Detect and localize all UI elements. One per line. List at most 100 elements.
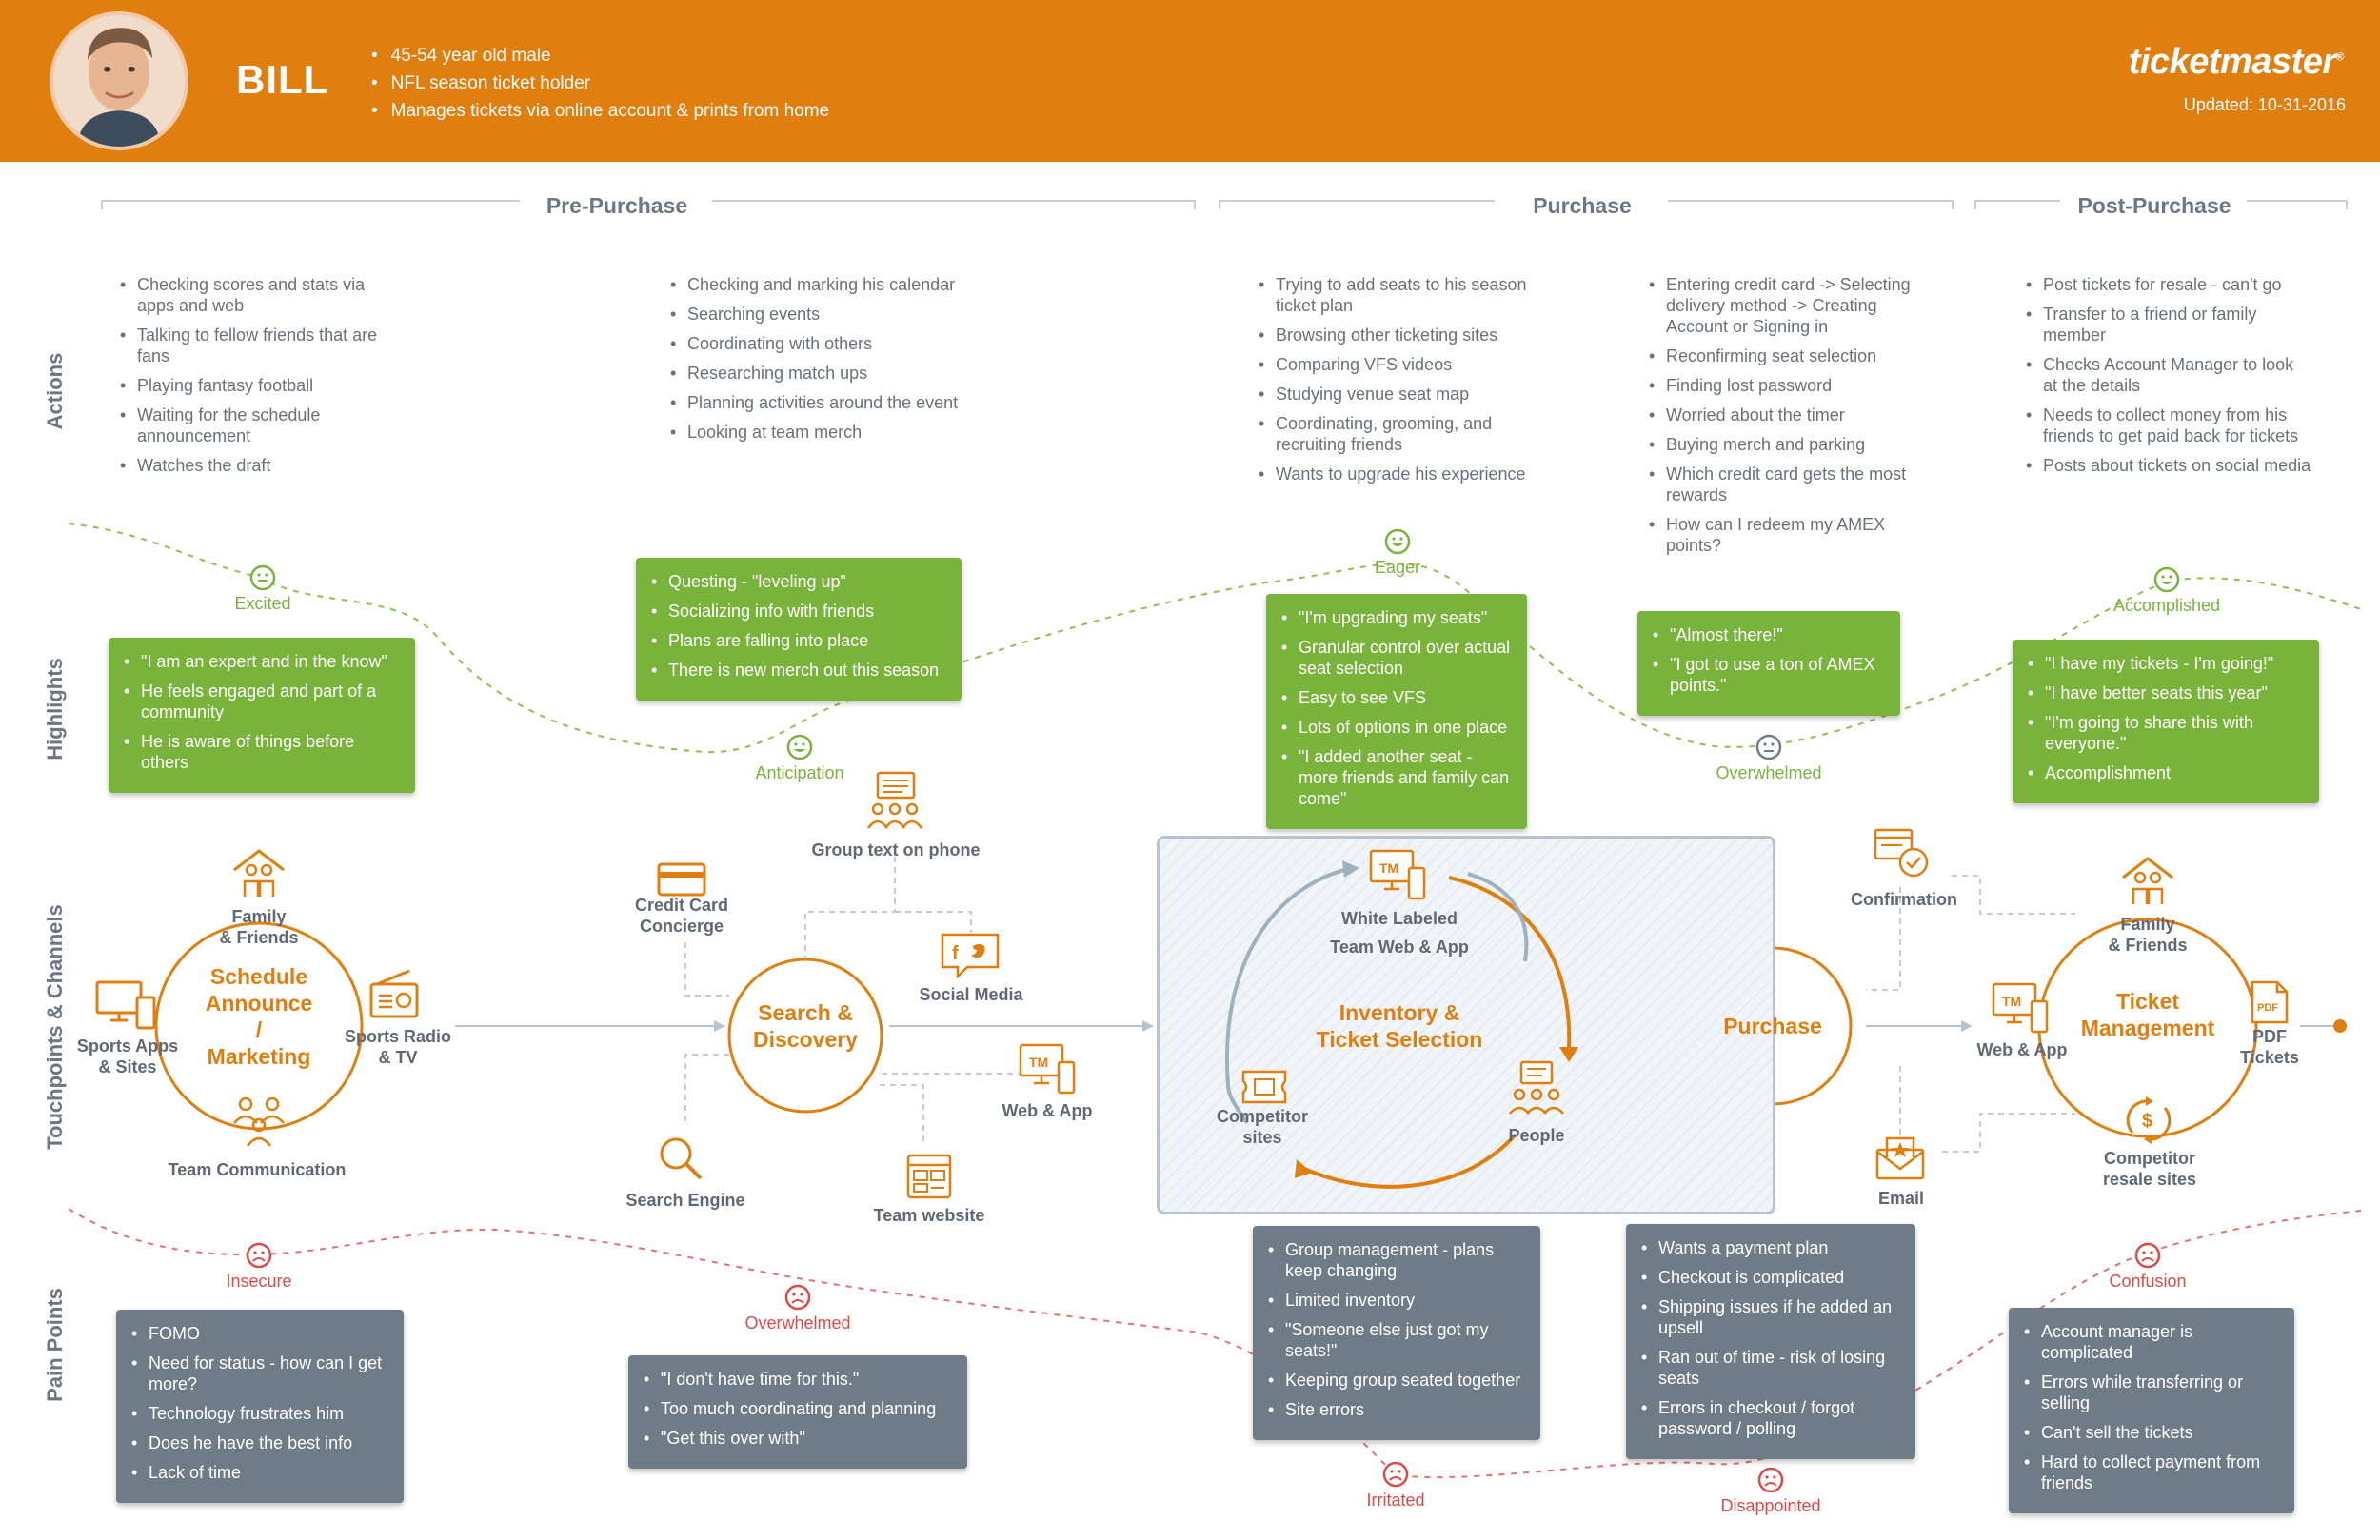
dashed-connector [1942,1113,2075,1153]
pain-item: Hard to collect payment from friends [2024,1451,2279,1493]
touchpoint-team-communication: Team Communication [168,1160,347,1179]
emotion-eager: Eager [1321,527,1474,578]
touchpoint-label-line: Family [231,907,287,926]
action-item: Posts about tickets on social media [2026,455,2311,476]
touchpoint-sports-radio: Sports Radio & TV [327,1026,468,1068]
touchpoint-email: Email [1877,1189,1925,1208]
highlight-item: Granular control over actual seat select… [1281,637,1512,679]
pdf-mark: PDF [2257,1002,2278,1014]
touchpoint-competitor-sites: Competitor sites [1201,1106,1323,1148]
credit-card-icon [657,862,706,897]
pain-item: Shipping issues if he added an upsell [1641,1296,1900,1338]
action-item: How can I redeem my AMEX points? [1649,514,1925,556]
hub-schedule-announce: Schedule Announce / Marketing [175,963,343,1070]
stage-divider [101,200,520,202]
resale-dollar-icon: $ [2126,1096,2172,1144]
dashed-connector [895,911,972,933]
action-item: Talking to fellow friends that are fans [120,325,387,366]
white-label-app-icon: TM [1369,849,1426,900]
highlight-item: Accomplishment [2028,762,2304,783]
web-app-icon: TM [1019,1043,1076,1095]
emotion-label: Anticipation [755,763,844,782]
hub-label-line: Management [2080,1016,2215,1040]
neutral-face-icon [1755,734,1782,760]
tm-mark: TM [2002,994,2021,1009]
stage-divider [2247,200,2348,202]
touchpoint-label-line: Competitor [2104,1149,2195,1168]
emotion-accomplished: Accomplished [2091,565,2243,616]
persona-name: BILL [236,57,329,102]
pdf-ticket-icon: PDF [2251,980,2289,1024]
touchpoint-label-line: White Labeled [1340,909,1458,928]
actions-awareness: Checking scores and stats via apps and w… [120,274,387,484]
pain-box-insecure: FOMO Need for status - how can I get mor… [116,1310,404,1503]
highlight-item: He feels engaged and part of a community [124,681,400,722]
frown-icon [2134,1242,2161,1269]
touchpoint-label-line: & Friends [219,928,299,947]
hub-purchase: Purchase [1723,1014,1822,1038]
svg-text:$: $ [2142,1111,2152,1132]
highlight-item: "I added another seat - more friends and… [1281,746,1512,809]
team-website-icon [906,1154,952,1199]
stage-divider [1219,200,1495,202]
highlight-box-eager: "I'm upgrading my seats" Granular contro… [1266,594,1527,829]
action-item: Wants to upgrade his experience [1259,464,1544,484]
touchpoint-team-website: Team website [873,1206,985,1225]
pain-item: Technology frustrates him [131,1403,388,1424]
touchpoint-search-engine: Search Engine [625,1191,745,1210]
frown-icon [1382,1461,1409,1488]
brand-name: ticketmaster [2128,42,2336,82]
action-item: Coordinating with others [670,333,994,354]
pain-item: Ran out of time - risk of losing seats [1641,1347,1900,1389]
action-item: Searching events [670,304,994,325]
emotion-label: Disappointed [1720,1496,1821,1515]
emotion-anticipation: Anticipation [724,733,876,783]
touchpoint-family-friends: Family & Friends [202,906,316,948]
touchpoint-label-line: Concierge [639,917,724,936]
pain-item: Does he have the best info [131,1432,388,1453]
search-ring [727,958,883,1114]
emotion-label: Accomplished [2112,596,2221,615]
highlight-box-accomplished: "I have my tickets - I'm going!" "I have… [2013,640,2319,803]
stage-tick [101,200,103,209]
highlight-item: "I have my tickets - I'm going!" [2028,653,2304,674]
touchpoint-white-labeled: White Labeled Team Web & App [1304,904,1495,961]
actions-post-purchase: Post tickets for resale - can't go Trans… [2026,274,2311,484]
persona-fact: Manages tickets via online account & pri… [371,97,829,125]
action-item: Checking and marking his calendar [670,274,994,295]
persona-fact: NFL season ticket holder [371,69,829,97]
action-item: Transfer to a friend or family member [2026,304,2311,346]
highlight-item: Plans are falling into place [651,630,946,651]
avatar-portrait [53,15,185,147]
schedule-ring [154,921,364,1131]
emotion-overwhelmed-pain: Overwhelmed [722,1283,874,1333]
dashed-connector [804,857,896,958]
action-item: Researching match ups [670,363,994,384]
touchpoint-label-line: sites [1242,1128,1282,1147]
frown-icon [784,1284,811,1311]
flow-arrowhead [1142,1020,1154,1032]
pain-item: Errors in checkout / forgot password / p… [1641,1397,1900,1439]
stage-post-purchase: Post-Purchase [2077,193,2231,218]
team-group-icon [233,1096,285,1147]
touchpoint-label-line: & Friends [2108,936,2188,955]
highlight-item: Socializing info with friends [651,601,946,622]
pain-box-irritated: Group management - plans keep changing L… [1253,1226,1540,1440]
group-text-icon [866,771,923,829]
web-app-icon: TM [1992,982,2049,1034]
emotion-label: Overwhelmed [744,1313,851,1333]
highlight-item: "I have better seats this year" [2028,682,2304,703]
social-media-icon: f [941,933,1000,978]
pain-item: Checkout is complicated [1641,1267,1900,1288]
radio-icon [369,969,419,1018]
stage-tick [1219,200,1220,209]
pain-item: "Get this over with" [644,1428,952,1449]
emotion-label: Eager [1374,558,1421,577]
emotion-overwhelmed: Overwhelmed [1693,733,1845,783]
smile-icon [249,564,276,591]
highlight-item: He is aware of things before others [124,731,400,773]
action-item: Looking at team merch [670,422,994,443]
touchpoint-label-line: PDF [2252,1027,2287,1046]
highlight-box-overwhelmed: "Almost there!" "I got to use a ton of A… [1637,611,1900,716]
touchpoint-people: People [1508,1126,1565,1145]
